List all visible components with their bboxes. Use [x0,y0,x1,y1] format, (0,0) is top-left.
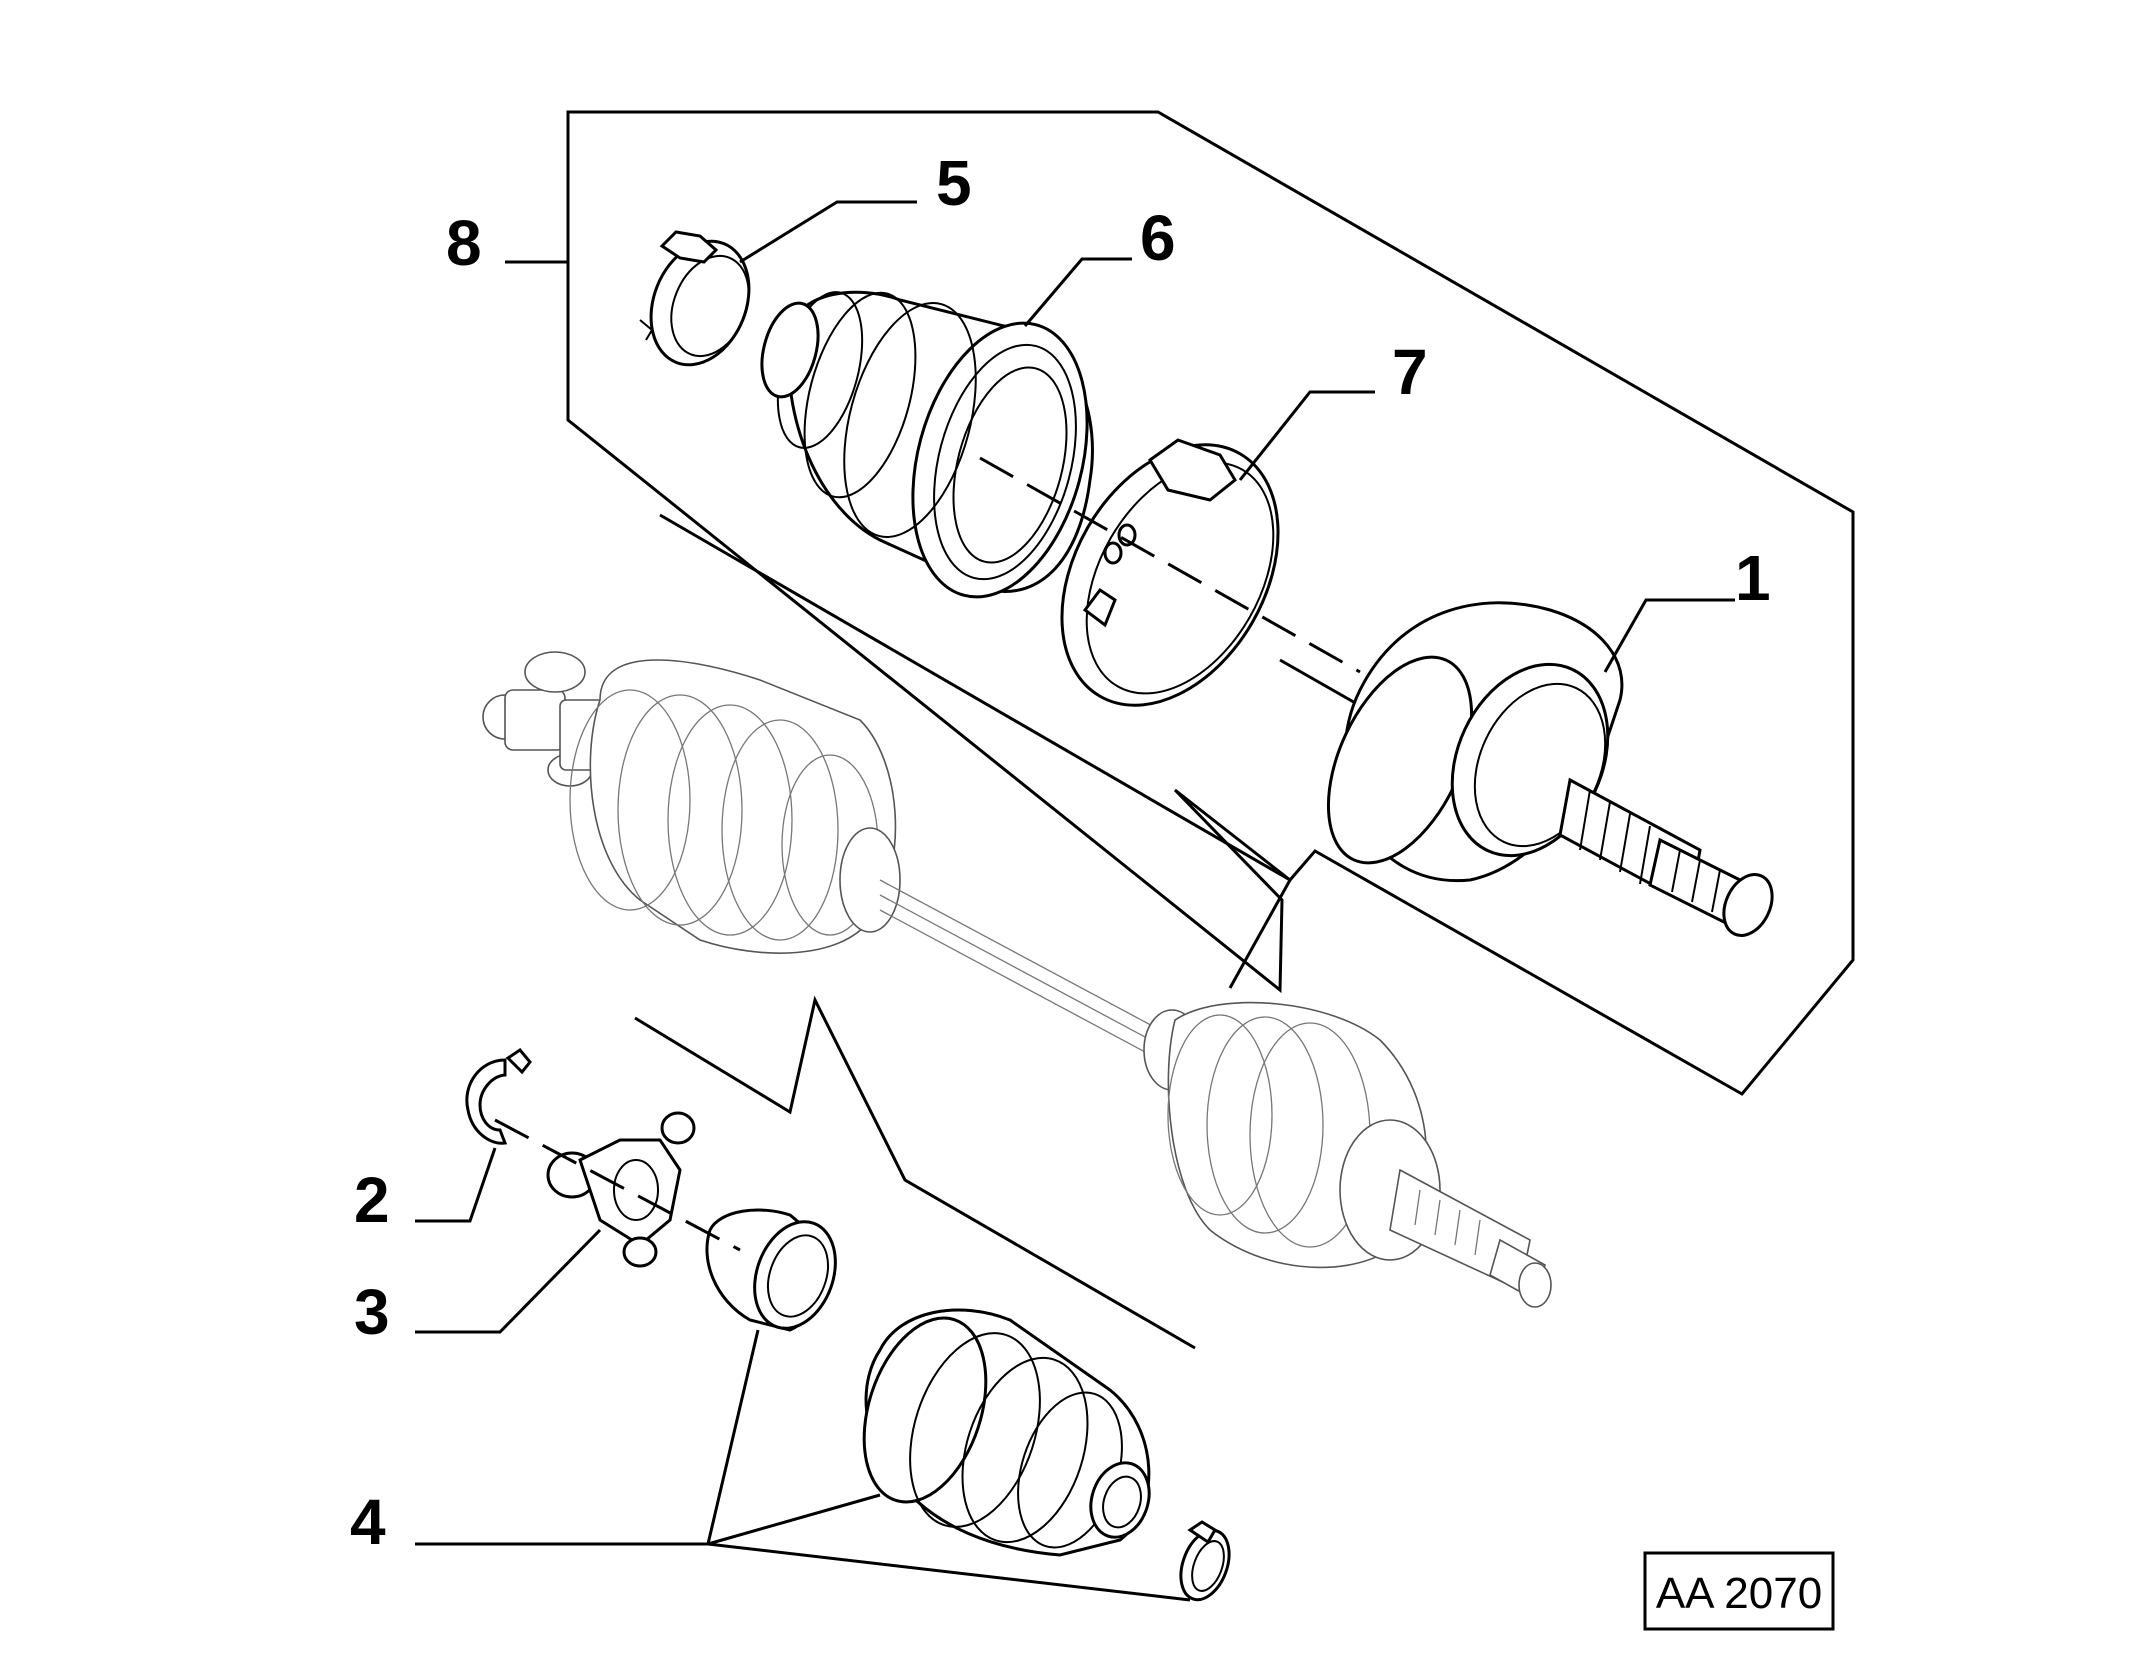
callout-8: 8 [446,207,482,279]
leader-7 [1238,390,1375,481]
outer-cv-joint [1326,601,1774,937]
callout-6: 6 [1140,202,1176,274]
tripod-spider [546,1111,696,1268]
callout-7: 7 [1392,336,1428,408]
leader-4c [707,1542,1191,1602]
reference-code: AA 2070 [1656,1569,1822,1618]
driveshaft-assembly [482,513,1693,1350]
leader-2 [415,1147,497,1223]
leader-4b [707,1493,881,1546]
assembly-axis-lines [494,456,1361,1252]
leader-6 [1023,257,1132,327]
leader-5 [739,200,917,264]
ghost-inner-boot [569,659,901,954]
large-boot-clamp [1060,438,1280,707]
inner-boot [862,1308,1151,1557]
ghost-outer-stub [1389,1168,1552,1308]
inner-boot-clamp [1179,1520,1231,1602]
reference-code-box: AA 2070 [1643,1551,1835,1631]
leader-3 [415,1228,602,1334]
assembly-bracket-lower [634,995,1196,1350]
spacer-ring [705,1208,837,1332]
leader-1 [1603,598,1735,673]
inner-boot-kit [705,1208,1231,1602]
leader-lines [415,200,1735,1602]
assembly-bracket-upper [659,513,1293,989]
ghost-shaft [879,879,1161,1061]
outer-boot [760,290,1094,599]
callout-1: 1 [1735,542,1771,614]
callout-3: 3 [354,1276,390,1348]
leader-4a [415,1329,760,1546]
circlip [465,1048,532,1145]
callout-2: 2 [354,1164,390,1236]
kit-frame [566,110,1855,1096]
callout-5: 5 [936,147,972,219]
small-boot-clamp [639,230,751,367]
callout-4: 4 [350,1486,386,1558]
